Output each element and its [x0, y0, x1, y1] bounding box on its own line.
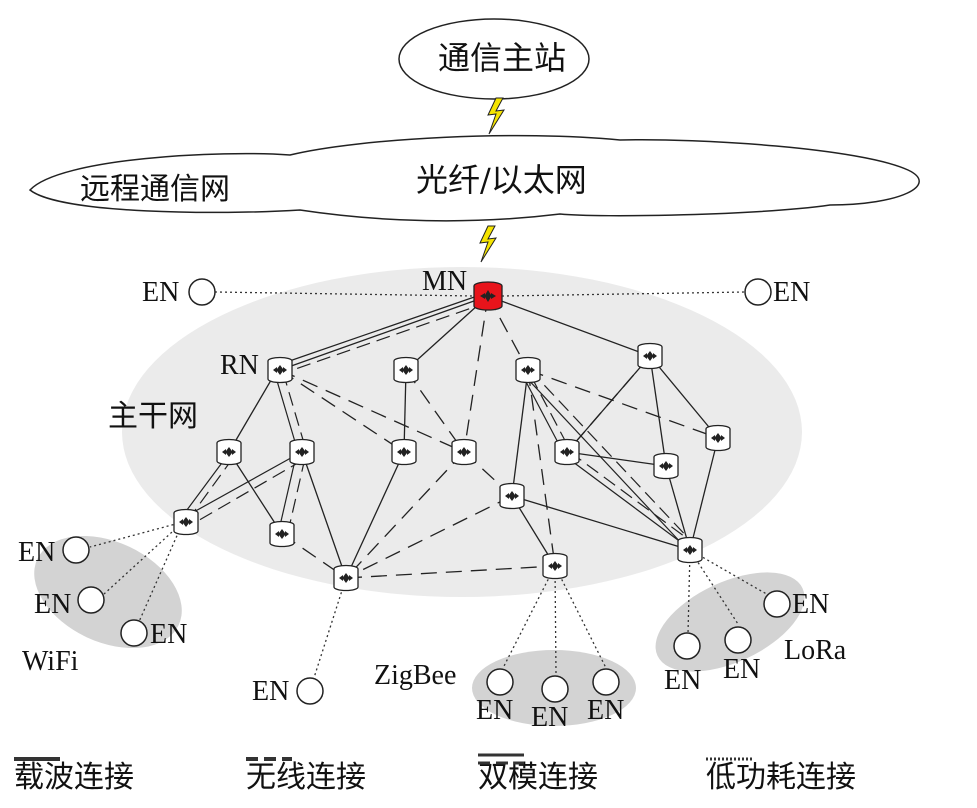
legend-carrier: 载波连接: [14, 752, 134, 796]
remote-network-cloud: [28, 134, 920, 222]
wifi-cluster-region: [34, 535, 182, 649]
relay-node: [216, 438, 242, 466]
en-label: EN: [34, 589, 72, 620]
en-label: EN: [150, 619, 188, 650]
solid-line-swatch: [14, 757, 60, 761]
lightning-icon: [487, 97, 505, 135]
end-node: [744, 278, 772, 306]
en-label: EN: [476, 695, 514, 726]
master-node: [473, 281, 503, 311]
fiber-label: 光纤/以太网: [416, 161, 587, 199]
dual-mode-links: [180, 293, 693, 547]
wifi-label: WiFi: [22, 646, 79, 677]
mn-label: MN: [422, 266, 468, 297]
end-node: [77, 586, 105, 614]
end-node: [296, 677, 324, 705]
double-line-swatch: [478, 753, 524, 765]
relay-node: [705, 424, 731, 452]
backbone-label: 主干网: [108, 399, 198, 434]
en-label: EN: [587, 695, 625, 726]
relay-node: [267, 356, 293, 384]
relay-node: [653, 452, 679, 480]
relay-node: [333, 564, 359, 592]
relay-node: [515, 356, 541, 384]
legend-label: 无线连接: [246, 760, 366, 795]
en-label: EN: [664, 665, 702, 696]
end-node: [120, 619, 148, 647]
relay-node: [554, 438, 580, 466]
dotted-line-swatch: [706, 757, 752, 761]
end-node: [62, 536, 90, 564]
end-node: [188, 278, 216, 306]
en-label: EN: [252, 676, 290, 707]
relay-node: [269, 520, 295, 548]
legend-label: 双模连接: [478, 760, 598, 795]
lora-label: LoRa: [784, 635, 847, 666]
zigbee-label: ZigBee: [374, 660, 457, 691]
en-label: EN: [792, 589, 830, 620]
legend-label: 低功耗连接: [706, 760, 856, 795]
relay-node: [499, 482, 525, 510]
en-label: EN: [531, 702, 569, 733]
legend-dual-mode: 双模连接: [478, 752, 598, 796]
legend-wireless: 无线连接: [246, 752, 366, 796]
end-node: [486, 668, 514, 696]
relay-node: [637, 342, 663, 370]
end-node: [724, 626, 752, 654]
dashed-line-swatch: [246, 757, 292, 761]
relay-node: [677, 536, 703, 564]
lightning-icon: [479, 225, 497, 263]
station-cloud: [398, 18, 590, 100]
relay-node: [542, 552, 568, 580]
legend-label: 载波连接: [14, 760, 134, 795]
remote-network-label: 远程通信网: [80, 172, 230, 207]
end-node: [673, 632, 701, 660]
en-label: EN: [142, 277, 180, 308]
en-label: EN: [18, 537, 56, 568]
relay-node: [393, 356, 419, 384]
en-label: EN: [723, 654, 761, 685]
legend-low-power: 低功耗连接: [706, 752, 856, 796]
end-node: [763, 590, 791, 618]
end-node: [592, 668, 620, 696]
low-power-links: [89, 291, 771, 685]
relay-node: [173, 508, 199, 536]
en-label: EN: [773, 277, 811, 308]
station-label: 通信主站: [438, 39, 567, 77]
rn-label: RN: [220, 350, 259, 381]
relay-node: [391, 438, 417, 466]
relay-node: [451, 438, 477, 466]
end-node: [541, 675, 569, 703]
relay-node: [289, 438, 315, 466]
